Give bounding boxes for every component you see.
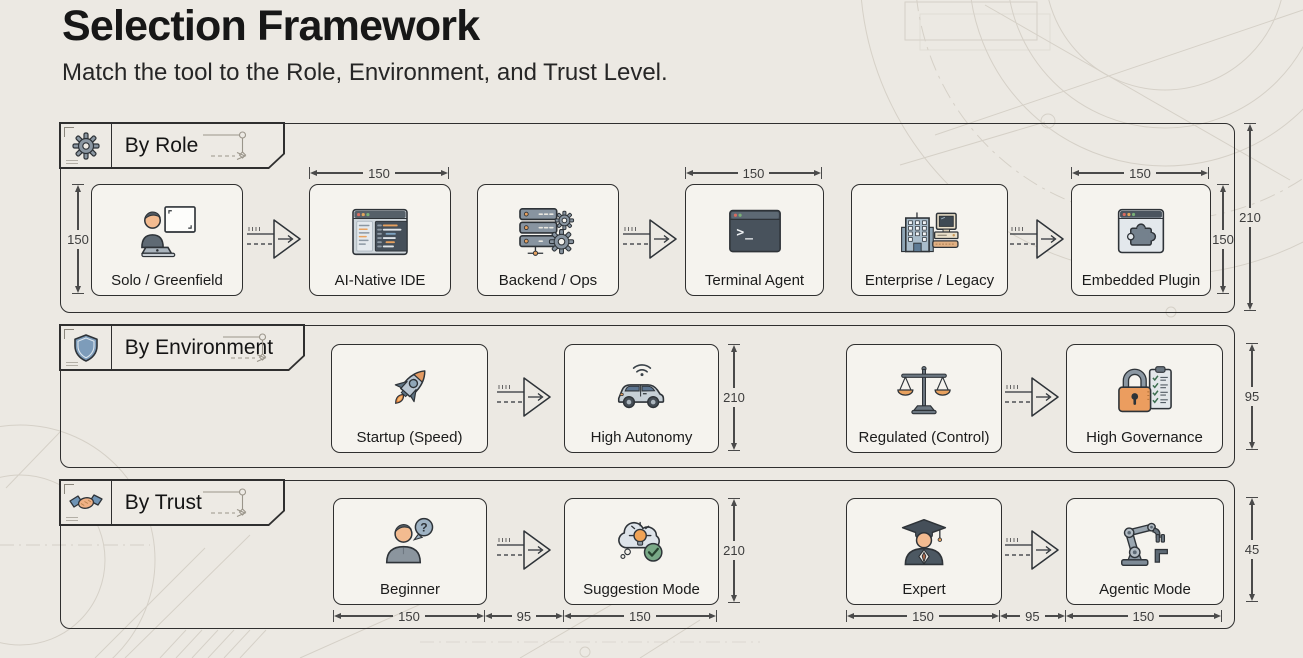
dimension-gap-95-left: 95 <box>485 608 565 624</box>
node-beginner: ? Beginner <box>333 498 487 605</box>
section-title: By Trust <box>124 490 202 514</box>
dimension-width-150-expert: 150 <box>846 608 1001 624</box>
autonomous-car-icon <box>610 345 674 430</box>
novice-question-icon: ? <box>378 499 442 582</box>
node-high-autonomy: High Autonomy <box>564 344 719 453</box>
code-editor-icon <box>348 185 412 273</box>
dimension-width-150-suggestion: 150 <box>564 608 717 624</box>
dimension-height-210-role-section: 210 <box>1237 123 1263 311</box>
browser-puzzle-icon <box>1110 185 1172 273</box>
node-high-governance: High Governance <box>1066 344 1223 453</box>
node-label: Embedded Plugin <box>1081 272 1201 289</box>
dimension-height-210-environment: 210 <box>721 344 747 451</box>
node-regulated-control: Regulated (Control) <box>846 344 1002 453</box>
svg-text:?: ? <box>420 520 427 534</box>
node-ai-native-ide: AI-Native IDE <box>309 184 451 296</box>
lock-checklist-icon <box>1113 345 1177 430</box>
dimension-height-150-solo: 150 <box>65 184 91 294</box>
callout-decoration <box>221 327 297 369</box>
flow-arrow <box>1005 377 1059 417</box>
node-label: High Autonomy <box>590 429 693 446</box>
section-title: By Role <box>124 133 199 157</box>
node-enterprise-legacy: Enterprise / Legacy <box>851 184 1008 296</box>
node-label: Regulated (Control) <box>858 429 990 446</box>
dimension-width-150-ai-ide: 150 <box>309 165 450 181</box>
gear-icon <box>61 124 112 167</box>
section-by-environment: By Environment Startup (Speed) High Auto… <box>60 325 1235 468</box>
dimension-width-150-terminal: 150 <box>685 165 823 181</box>
node-startup-speed: Startup (Speed) <box>331 344 488 453</box>
callout-decoration <box>201 125 277 167</box>
node-expert: Expert <box>846 498 1002 605</box>
dimension-width-150-plugin: 150 <box>1071 165 1210 181</box>
section-header-by-trust: By Trust <box>59 479 285 526</box>
flow-arrow <box>1005 530 1059 570</box>
node-terminal-agent: >_ Terminal Agent <box>685 184 824 296</box>
node-backend-ops: Backend / Ops <box>477 184 619 296</box>
svg-text:>_: >_ <box>736 225 754 240</box>
robot-arm-icon <box>1113 499 1177 582</box>
node-label: Beginner <box>379 581 441 598</box>
graduate-icon <box>892 499 956 582</box>
flow-arrow <box>1010 219 1064 259</box>
section-by-trust: By Trust ? Beginner Suggestion Mode 210 <box>60 480 1235 629</box>
terminal-window-icon: >_ <box>724 185 786 273</box>
node-suggestion-mode: Suggestion Mode <box>564 498 719 605</box>
node-label: Terminal Agent <box>704 272 805 289</box>
flow-arrow <box>623 219 677 259</box>
node-label: AI-Native IDE <box>334 272 426 289</box>
flow-arrow <box>247 219 301 259</box>
callout-decoration <box>201 482 277 524</box>
section-header-by-environment: By Environment <box>59 324 305 371</box>
servers-gears-icon <box>516 185 580 273</box>
handshake-icon <box>61 481 112 524</box>
node-label: Startup (Speed) <box>356 429 463 446</box>
flow-arrow <box>497 377 551 417</box>
node-label: Agentic Mode <box>1099 581 1191 598</box>
shield-icon <box>61 326 112 369</box>
office-legacy-computer-icon <box>898 185 962 273</box>
node-label: Enterprise / Legacy <box>864 272 995 289</box>
section-header-by-role: By Role <box>59 122 285 169</box>
scales-icon <box>892 345 956 430</box>
section-by-role: By Role 150 Solo / Greenfield 150 <box>60 123 1235 313</box>
dimension-height-210-trust: 210 <box>721 498 747 603</box>
developer-whiteboard-icon <box>135 185 199 273</box>
node-label: Solo / Greenfield <box>111 272 223 289</box>
node-label: Suggestion Mode <box>583 581 700 598</box>
section-title: By Environment <box>124 335 274 359</box>
dimension-height-150-plugin: 150 <box>1210 184 1236 294</box>
node-label: High Governance <box>1086 429 1203 446</box>
dimension-height-45-trust: 45 <box>1239 497 1265 602</box>
node-label: Expert <box>902 581 946 598</box>
dimension-gap-95-right: 95 <box>1000 608 1067 624</box>
idea-cloud-check-icon <box>610 499 674 582</box>
dimension-width-150-beginner: 150 <box>333 608 486 624</box>
node-label: Backend / Ops <box>498 272 598 289</box>
dimension-width-150-agentic: 150 <box>1066 608 1222 624</box>
node-solo-greenfield: Solo / Greenfield <box>91 184 243 296</box>
node-agentic-mode: Agentic Mode <box>1066 498 1224 605</box>
node-embedded-plugin: Embedded Plugin <box>1071 184 1211 296</box>
dimension-height-95-environment: 95 <box>1239 343 1265 450</box>
page-title: Selection Framework <box>62 2 480 50</box>
rocket-icon <box>378 345 442 430</box>
page-subtitle: Match the tool to the Role, Environment,… <box>62 59 668 86</box>
flow-arrow <box>497 530 551 570</box>
